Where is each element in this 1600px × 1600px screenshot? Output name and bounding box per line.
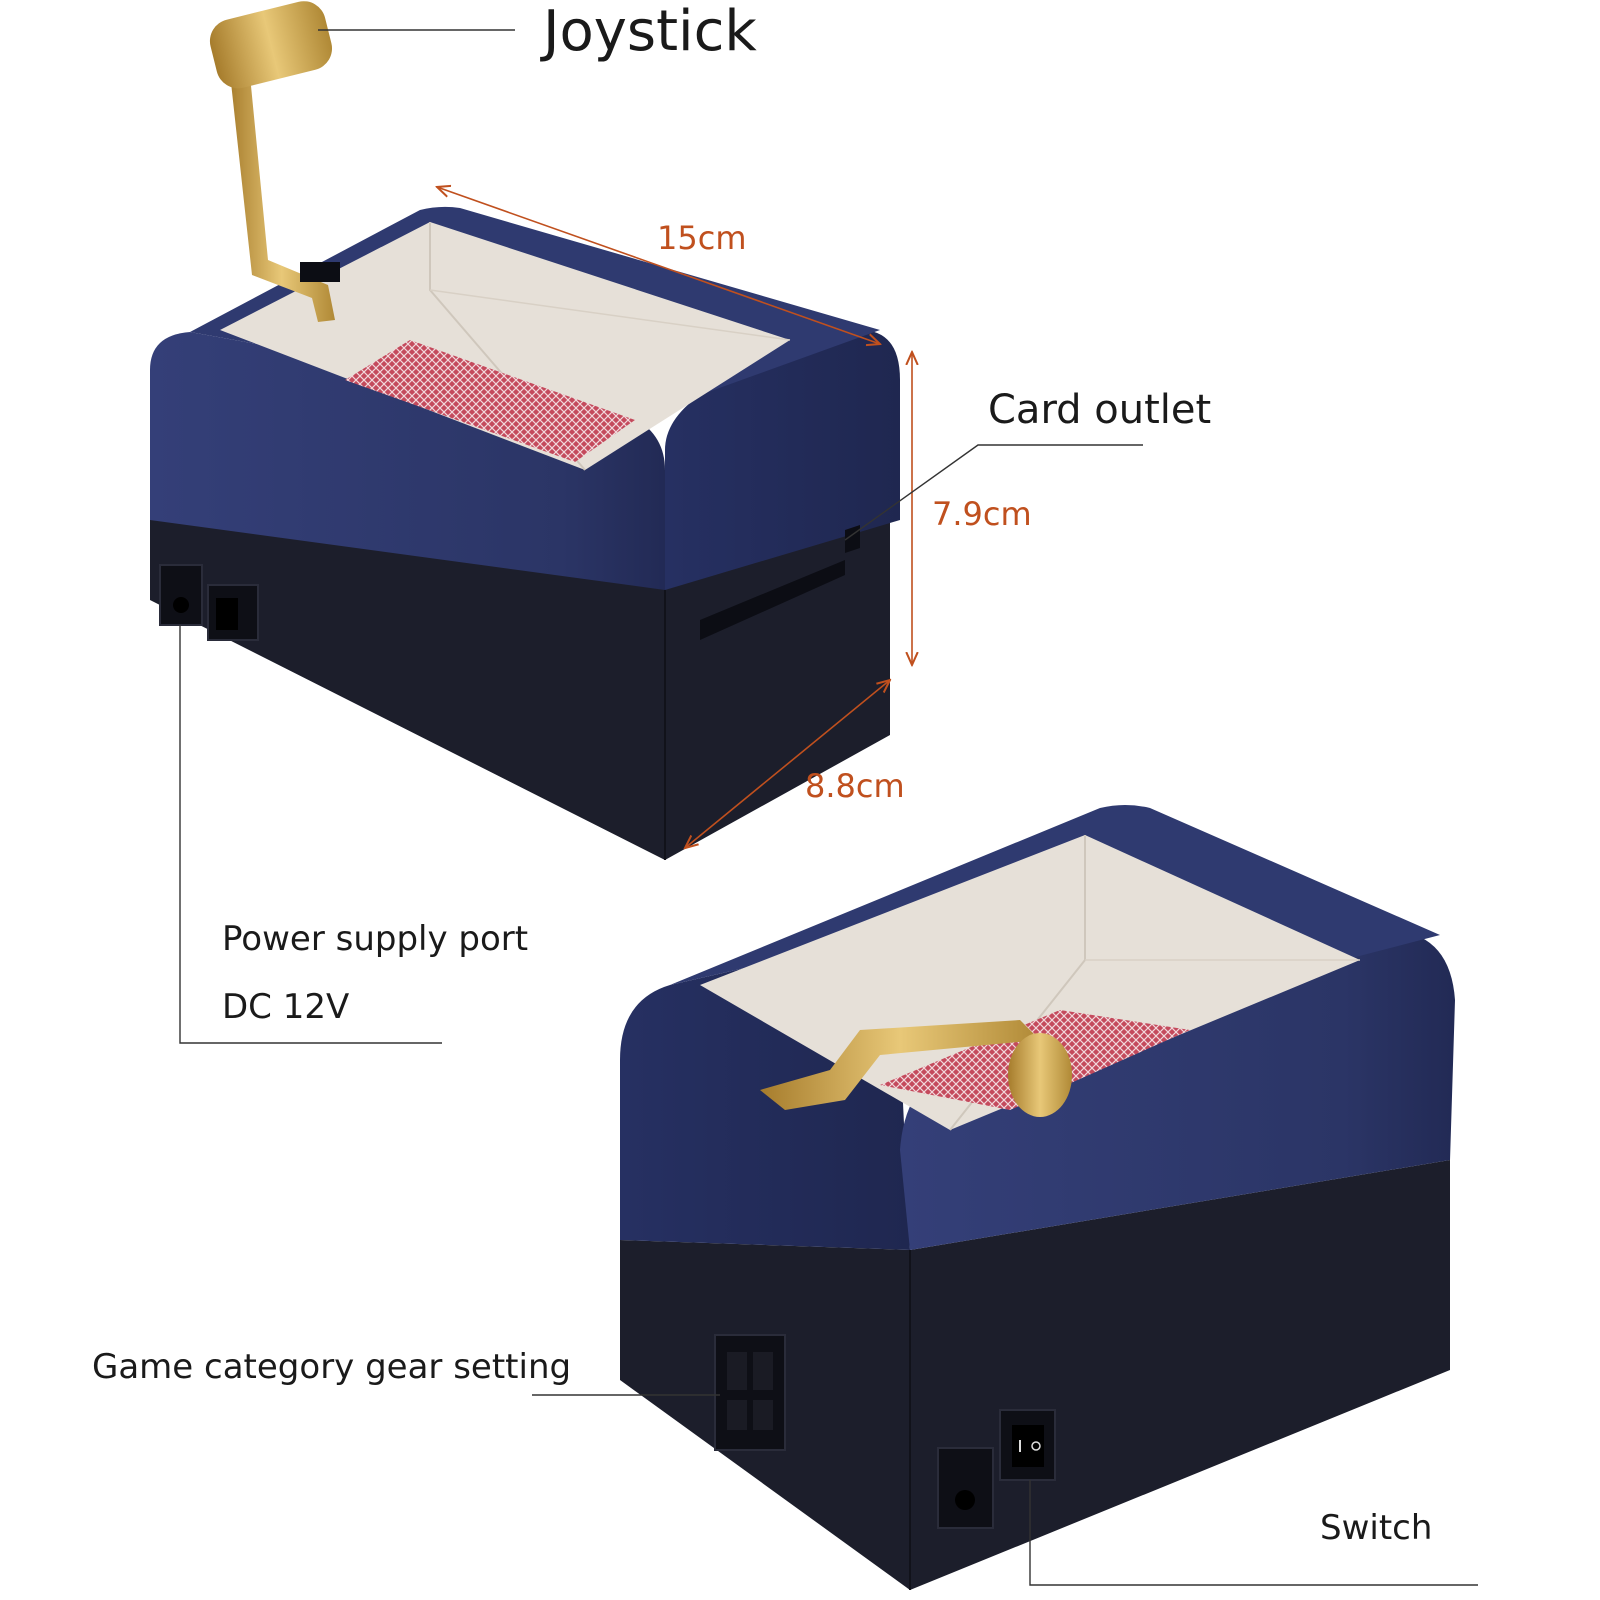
top-unit-cards bbox=[345, 340, 635, 462]
length-dimension-arrow bbox=[437, 187, 880, 344]
top-shuffler-unit bbox=[150, 1, 900, 860]
game-category-label: Game category gear setting bbox=[92, 1347, 572, 1387]
bottom-power-port bbox=[937, 1447, 994, 1529]
top-power-port bbox=[159, 564, 203, 626]
switch-label: Switch bbox=[1320, 1508, 1433, 1548]
width-dimension-label: 8.8cm bbox=[805, 767, 905, 805]
power-port-leader bbox=[179, 625, 442, 1044]
bottom-joystick-knob bbox=[1008, 1033, 1072, 1117]
bottom-unit-base bbox=[620, 1160, 1450, 1590]
joystick-label: Joystick bbox=[543, 0, 757, 64]
width-dimension-arrow bbox=[685, 680, 890, 848]
game-category-gear-switch bbox=[714, 1334, 786, 1451]
leader-lines bbox=[179, 29, 1478, 1586]
power-spec-label: DC 12V bbox=[222, 987, 350, 1027]
card-outlet-leader bbox=[844, 444, 1143, 541]
top-joystick-arm bbox=[228, 55, 335, 322]
bottom-joystick-arm bbox=[760, 1020, 1040, 1110]
power-port-label: Power supply port bbox=[222, 919, 529, 959]
top-joystick-knob bbox=[209, 1, 333, 89]
bottom-shuffler-unit bbox=[620, 805, 1455, 1590]
card-outlet-slot bbox=[700, 560, 845, 640]
card-outlet-label: Card outlet bbox=[988, 387, 1212, 433]
length-dimension-label: 15cm bbox=[657, 219, 747, 257]
height-dimension-label: 7.9cm bbox=[932, 495, 1032, 533]
top-unit-side bbox=[665, 330, 900, 590]
switch-leader bbox=[1029, 1480, 1478, 1586]
bottom-unit-right bbox=[900, 930, 1455, 1250]
